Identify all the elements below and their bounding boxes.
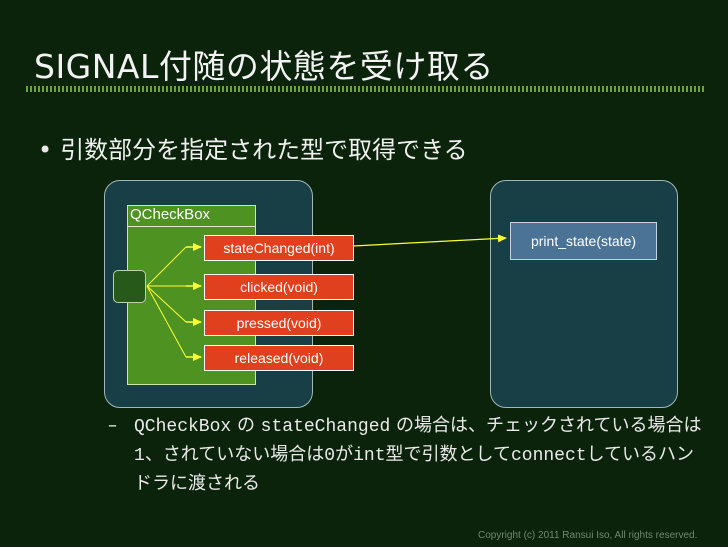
note-part: の	[231, 415, 261, 436]
bullet-text: 引数部分を指定された型で取得できる	[60, 136, 468, 164]
slide-title: SIGNAL付随の状態を受け取る	[34, 47, 494, 86]
fanout-line-1	[146, 246, 187, 287]
note-zero: 0	[324, 446, 336, 466]
title-underline	[26, 86, 704, 92]
checkbox-handle	[113, 270, 146, 303]
signal-stateChanged: stateChanged(int)	[204, 235, 354, 261]
bullet-item: •引数部分を指定された型で取得できる	[38, 130, 468, 165]
note-statechanged: stateChanged	[260, 417, 391, 437]
copyright-footer: Copyright (c) 2011 Ransui Iso, All right…	[478, 530, 698, 541]
note-connect: connect	[510, 446, 587, 466]
fanout-line-3	[146, 285, 187, 323]
sub-note: – QCheckBox の stateChanged の場合は、チェックされてい…	[108, 412, 708, 497]
signal-pressed: pressed(void)	[204, 310, 354, 336]
receiver-panel	[490, 180, 678, 408]
sub-note-text: QCheckBox の stateChanged の場合は、チェックされている場…	[134, 412, 708, 497]
signal-clicked: clicked(void)	[204, 274, 354, 300]
signal-released: released(void)	[204, 345, 354, 371]
qcheckbox-label: QCheckBox	[130, 206, 211, 223]
note-part: しているハンドラに渡される	[134, 444, 695, 494]
note-part: の場合は、チェックされている場合は	[390, 415, 702, 436]
note-part: 型で引数として	[385, 444, 511, 465]
note-part: 、されていない場合は	[144, 444, 325, 465]
note-one: 1	[134, 446, 145, 466]
connect-arrow	[352, 234, 507, 247]
note-qcheckbox: QCheckBox	[134, 417, 232, 437]
note-int: int	[353, 446, 386, 466]
fanout-line-4	[146, 285, 187, 358]
note-part: が	[335, 444, 354, 465]
qcheckbox-header-rule	[127, 226, 256, 227]
slot-print-state: print_state(state)	[510, 222, 657, 260]
sub-note-dash: –	[108, 415, 117, 436]
bullet-dot: •	[38, 136, 53, 164]
